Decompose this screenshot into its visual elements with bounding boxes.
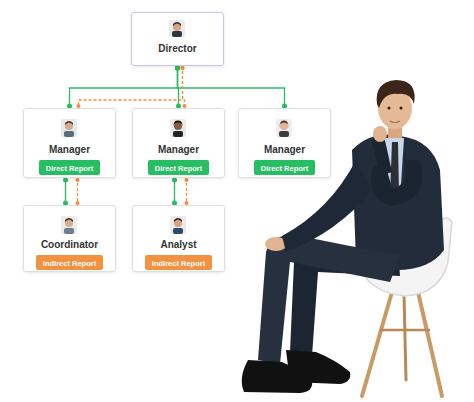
- connector-dot: [175, 66, 180, 71]
- connector-dot: [181, 66, 185, 70]
- person-box: ManagerDirect Report: [132, 108, 225, 178]
- avatar-icons: [61, 20, 292, 234]
- badge-label: Indirect Report: [43, 259, 96, 268]
- person-box: ManagerDirect Report: [23, 108, 116, 178]
- direct-report-badge: Direct Report: [254, 160, 316, 175]
- direct-report-badge: Direct Report: [39, 160, 101, 175]
- person-box: ManagerDirect Report: [238, 108, 331, 178]
- role-title: Manager: [133, 144, 224, 156]
- indirect-link: [79, 66, 183, 108]
- connector-dot: [76, 178, 80, 182]
- connector-dot: [175, 66, 180, 71]
- person-box: AnalystIndirect Report: [132, 205, 225, 272]
- direct-link: [178, 66, 285, 108]
- connector-dot: [63, 178, 68, 183]
- indirect-link: [183, 66, 185, 108]
- indirect-report-badge: Indirect Report: [36, 255, 103, 270]
- indirect-link: [77, 178, 78, 205]
- connector-dot: [185, 178, 189, 182]
- badge-label: Direct Report: [155, 164, 203, 173]
- badge-label: Direct Report: [261, 164, 309, 173]
- person-box: CoordinatorIndirect Report: [23, 205, 116, 272]
- role-title: Director: [132, 43, 223, 55]
- role-title: Manager: [239, 144, 330, 156]
- role-title: Analyst: [133, 239, 224, 251]
- indirect-link: [186, 178, 187, 205]
- badge-label: Direct Report: [46, 164, 94, 173]
- role-title: Coordinator: [24, 239, 115, 251]
- connector-dot: [181, 66, 185, 70]
- badge-label: Indirect Report: [152, 259, 205, 268]
- connector-dot: [175, 66, 180, 71]
- role-title: Manager: [24, 144, 115, 156]
- direct-link: [70, 66, 178, 108]
- indirect-report-badge: Indirect Report: [145, 255, 212, 270]
- direct-report-badge: Direct Report: [148, 160, 210, 175]
- connector-dot: [172, 178, 177, 183]
- seated-man: [242, 80, 452, 396]
- director-box: Director: [131, 12, 224, 66]
